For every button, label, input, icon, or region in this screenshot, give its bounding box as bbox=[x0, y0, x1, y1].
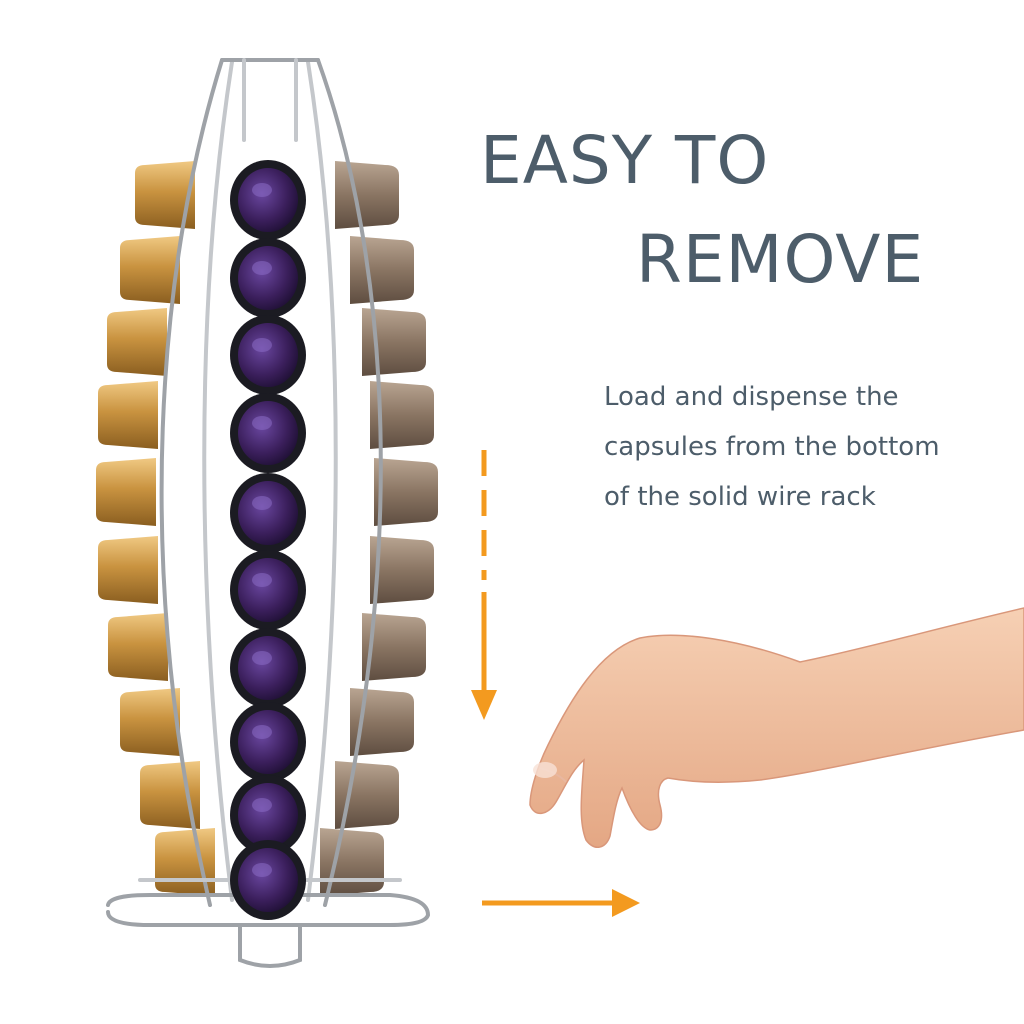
description-line-1: Load and dispense the bbox=[604, 382, 899, 412]
wire-rack bbox=[106, 58, 431, 968]
headline-line-2: REMOVE bbox=[636, 221, 925, 298]
purple-capsule bbox=[230, 473, 306, 553]
gold-capsule bbox=[108, 613, 168, 681]
bronze-capsule bbox=[350, 236, 414, 304]
description-line-2: capsules from the bottom bbox=[604, 432, 940, 462]
purple-capsule bbox=[230, 393, 306, 473]
bronze-capsule bbox=[370, 381, 434, 449]
description: Load and dispense the capsules from the … bbox=[604, 372, 1004, 522]
purple-capsule bbox=[230, 315, 306, 395]
gold-capsule bbox=[98, 536, 158, 604]
purple-capsule bbox=[230, 238, 306, 318]
purple-capsule bbox=[230, 840, 306, 920]
bronze-capsule bbox=[374, 458, 438, 526]
purple-capsule bbox=[230, 702, 306, 782]
purple-capsule bbox=[230, 550, 306, 630]
gold-capsule bbox=[107, 308, 167, 376]
gold-capsule bbox=[96, 458, 156, 526]
bronze-capsule bbox=[362, 613, 426, 681]
arrow-right-icon bbox=[482, 889, 640, 917]
purple-capsule bbox=[230, 160, 306, 240]
gold-capsules bbox=[96, 161, 215, 896]
bronze-capsule bbox=[362, 308, 426, 376]
purple-capsule bbox=[230, 775, 306, 855]
gold-capsule bbox=[120, 688, 180, 756]
gold-capsule bbox=[135, 161, 195, 229]
gold-capsule bbox=[120, 236, 180, 304]
bronze-capsule bbox=[370, 536, 434, 604]
purple-capsule bbox=[230, 628, 306, 708]
purple-capsules bbox=[230, 160, 306, 920]
headline-line-1: EASY TO bbox=[480, 122, 770, 199]
bronze-capsule bbox=[335, 161, 399, 229]
hand bbox=[529, 607, 1024, 848]
description-line-3: of the solid wire rack bbox=[604, 482, 876, 512]
bronze-capsule bbox=[350, 688, 414, 756]
gold-capsule bbox=[98, 381, 158, 449]
arrow-down-icon bbox=[471, 450, 497, 720]
